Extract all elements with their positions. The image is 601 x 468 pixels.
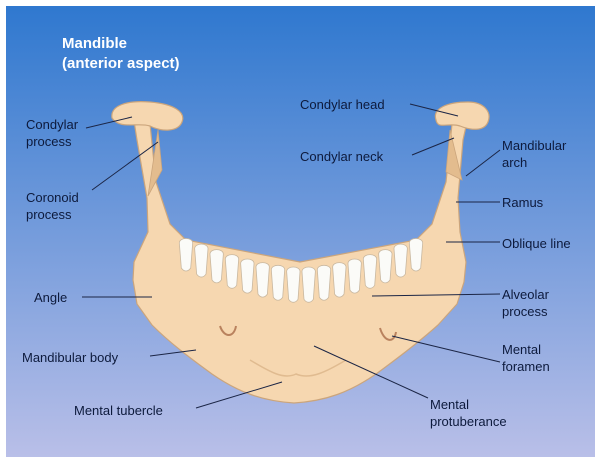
tooth — [256, 263, 269, 298]
tooth — [287, 267, 300, 302]
tooth — [379, 250, 392, 283]
label-mandibular-arch-line-2: arch — [502, 154, 566, 171]
label-mandibular-arch: Mandibular arch — [502, 137, 566, 171]
label-coronoid-process-line-1: Coronoid — [26, 189, 79, 206]
title-line-2: (anterior aspect) — [62, 54, 180, 74]
label-mental-protuberance-line-1: Mental — [430, 396, 507, 413]
label-mental-protuberance-line-2: protuberance — [430, 413, 507, 430]
tooth — [225, 255, 238, 289]
label-mental-foramen-line-1: Mental — [502, 341, 550, 358]
label-alveolar-process-line-2: process — [502, 303, 549, 320]
label-oblique-line: Oblique line — [502, 235, 571, 252]
label-ramus: Ramus — [502, 194, 543, 211]
tooth — [210, 250, 223, 283]
diagram-title: Mandible (anterior aspect) — [62, 34, 180, 74]
tooth — [409, 239, 422, 272]
label-mental-foramen: Mental foramen — [502, 341, 550, 375]
label-alveolar-process: Alveolar process — [502, 286, 549, 320]
label-mandibular-body: Mandibular body — [22, 349, 118, 366]
label-condylar-neck: Condylar neck — [300, 148, 383, 165]
label-condylar-process: Condylar process — [26, 116, 78, 150]
label-coronoid-process: Coronoid process — [26, 189, 79, 223]
title-line-1: Mandible — [62, 34, 180, 54]
right-condylar-head — [435, 102, 489, 129]
label-condylar-process-line-1: Condylar — [26, 116, 78, 133]
tooth — [271, 265, 284, 300]
tooth — [195, 244, 208, 277]
label-condylar-process-line-2: process — [26, 133, 78, 150]
label-mental-protuberance: Mental protuberance — [430, 396, 507, 430]
tooth — [241, 259, 254, 293]
tooth — [363, 255, 376, 289]
label-mental-foramen-line-2: foramen — [502, 358, 550, 375]
label-angle: Angle — [34, 289, 67, 306]
label-alveolar-process-line-1: Alveolar — [502, 286, 549, 303]
label-mandibular-arch-line-1: Mandibular — [502, 137, 566, 154]
tooth — [333, 263, 346, 298]
tooth — [179, 239, 192, 272]
label-condylar-head: Condylar head — [300, 96, 385, 113]
tooth — [317, 265, 330, 300]
tooth — [348, 259, 361, 293]
label-coronoid-process-line-2: process — [26, 206, 79, 223]
tooth — [394, 244, 407, 277]
label-mental-tubercle: Mental tubercle — [74, 402, 163, 419]
tooth — [302, 267, 315, 302]
